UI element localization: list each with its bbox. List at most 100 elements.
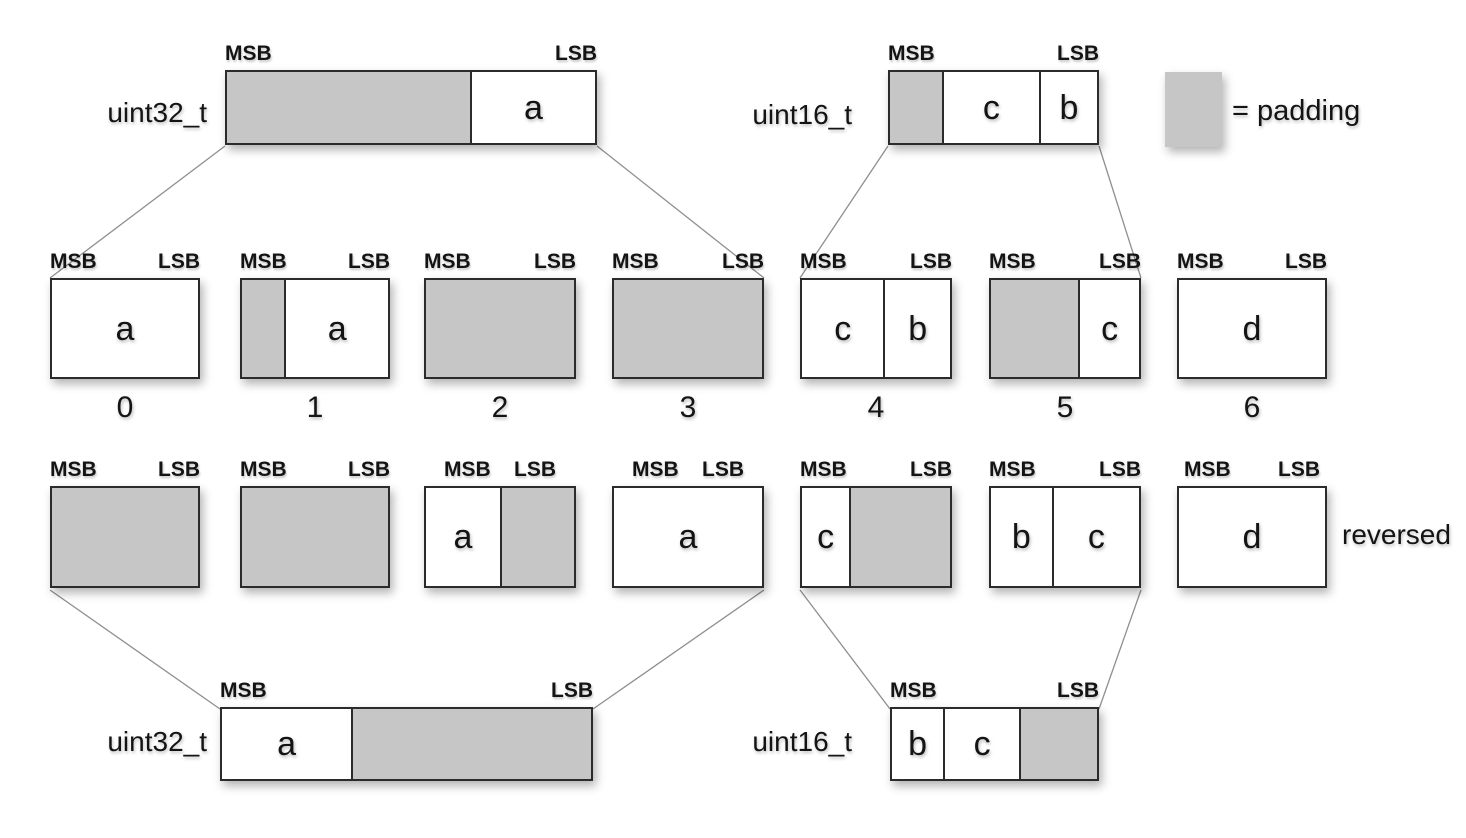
- uint16-bottom-box: MSB LSB b c: [890, 679, 1099, 781]
- lsb-label: LSB: [1099, 250, 1141, 273]
- padding-segment: [242, 280, 285, 377]
- byte-rect: b c: [989, 486, 1141, 588]
- msb-label: MSB: [612, 250, 659, 273]
- field-letter: a: [277, 725, 297, 763]
- msb-label: MSB: [1184, 458, 1231, 481]
- field-letter: d: [1242, 518, 1262, 556]
- byte-number: 5: [1056, 391, 1074, 424]
- byte-rect: a: [50, 278, 200, 379]
- bit-order-labels: MSB LSB: [225, 42, 597, 66]
- field-segment: a: [52, 280, 198, 377]
- padding-segment: [500, 488, 574, 586]
- type-label-uint16-bottom: uint16_t: [752, 726, 852, 757]
- lsb-label: LSB: [1285, 250, 1327, 273]
- reversed-box-2: MSB LSB a: [424, 458, 576, 588]
- bit-order-labels: MSB LSB: [890, 679, 1099, 703]
- bit-order-labels: MSB LSB: [424, 458, 576, 482]
- bit-order-labels: MSB LSB: [220, 679, 593, 703]
- field-letter: c: [834, 309, 852, 348]
- lsb-label: LSB: [702, 458, 744, 481]
- field-segment: c: [802, 488, 849, 586]
- reversed-box-0: MSB LSB: [50, 458, 200, 588]
- field-segment: a: [222, 709, 351, 779]
- lsb-label: LSB: [534, 250, 576, 273]
- type-label-uint32-bottom: uint32_t: [107, 726, 207, 757]
- msb-label: MSB: [50, 458, 97, 481]
- connector-uint32-to-byte3: [596, 145, 765, 279]
- field-letter: b: [1011, 518, 1031, 556]
- byte-rect: [612, 278, 764, 379]
- lsb-label: LSB: [1057, 42, 1099, 65]
- lsb-label: LSB: [551, 679, 593, 702]
- field-segment: d: [1179, 488, 1325, 586]
- msb-label: MSB: [800, 250, 847, 273]
- byte-box-0: MSB LSB a 0: [50, 250, 200, 425]
- msb-label: MSB: [890, 679, 937, 702]
- byte-number: 0: [116, 391, 134, 424]
- connector-rev3-to-uint32: [592, 589, 765, 710]
- byte-box-3: MSB LSB 3: [612, 250, 764, 425]
- padding-segment: [890, 72, 942, 143]
- uint16-top-box: MSB LSB c b: [888, 42, 1099, 145]
- reversed-box-3: MSB LSB a: [612, 458, 764, 588]
- lsb-label: LSB: [555, 42, 597, 65]
- msb-label: MSB: [240, 458, 287, 481]
- field-segment: a: [469, 72, 595, 143]
- padding-segment: [991, 280, 1079, 377]
- bit-order-labels: MSB LSB: [240, 250, 390, 274]
- byte-number: 2: [491, 391, 509, 424]
- field-letter: a: [678, 518, 698, 556]
- byte-rect: c b: [800, 278, 952, 379]
- legend-label: = padding: [1232, 95, 1361, 127]
- field-letter: d: [1242, 309, 1262, 348]
- field-segment: b: [1039, 72, 1097, 143]
- bit-order-labels: MSB LSB: [50, 250, 200, 274]
- byte-number: 3: [679, 391, 697, 424]
- bit-order-labels: MSB LSB: [1177, 458, 1327, 482]
- msb-label: MSB: [989, 458, 1036, 481]
- lsb-label: LSB: [910, 458, 952, 481]
- lsb-label: LSB: [514, 458, 556, 481]
- byte-box-2: MSB LSB 2: [424, 250, 576, 425]
- connector-uint16-to-byte4: [799, 145, 889, 279]
- msb-label: MSB: [1177, 250, 1224, 273]
- byte-rect: d: [1177, 278, 1327, 379]
- field-segment: c: [1051, 488, 1139, 586]
- padding-segment: [242, 488, 388, 586]
- value-rect: a: [220, 707, 593, 781]
- field-letter: b: [908, 725, 928, 763]
- field-segment: c: [941, 72, 1039, 143]
- field-segment: b: [883, 280, 950, 377]
- field-segment: b: [892, 709, 943, 779]
- field-segment: c: [802, 280, 883, 377]
- padding-segment: [426, 280, 574, 377]
- reversed-box-5: MSB LSB b c: [989, 458, 1141, 588]
- byte-box-5: MSB LSB c 5: [989, 250, 1141, 425]
- byte-box-6: MSB LSB d 6: [1177, 250, 1327, 425]
- field-segment: c: [1078, 280, 1139, 377]
- value-rect: a: [225, 70, 597, 145]
- field-letter: c: [1101, 309, 1119, 348]
- msb-label: MSB: [989, 250, 1036, 273]
- lsb-label: LSB: [348, 250, 390, 273]
- field-letter: c: [973, 725, 991, 763]
- connector-rev0-to-uint32: [49, 589, 221, 710]
- lsb-label: LSB: [158, 250, 200, 273]
- connector-rev5-to-uint16: [1098, 589, 1142, 710]
- field-letter: a: [523, 88, 543, 127]
- byte-rect: [424, 278, 576, 379]
- field-letter: a: [453, 518, 473, 556]
- byte-rect: c: [800, 486, 952, 588]
- byte-rect: c: [989, 278, 1141, 379]
- field-segment: b: [991, 488, 1052, 586]
- reversed-box-1: MSB LSB: [240, 458, 390, 588]
- bit-order-labels: MSB LSB: [989, 458, 1141, 482]
- byte-number: 6: [1243, 391, 1261, 424]
- byte-rect: a: [424, 486, 576, 588]
- lsb-label: LSB: [158, 458, 200, 481]
- padding-segment: [227, 72, 470, 143]
- padding-swatch: [1165, 72, 1222, 147]
- field-letter: c: [982, 88, 1000, 127]
- bit-order-labels: MSB LSB: [50, 458, 200, 482]
